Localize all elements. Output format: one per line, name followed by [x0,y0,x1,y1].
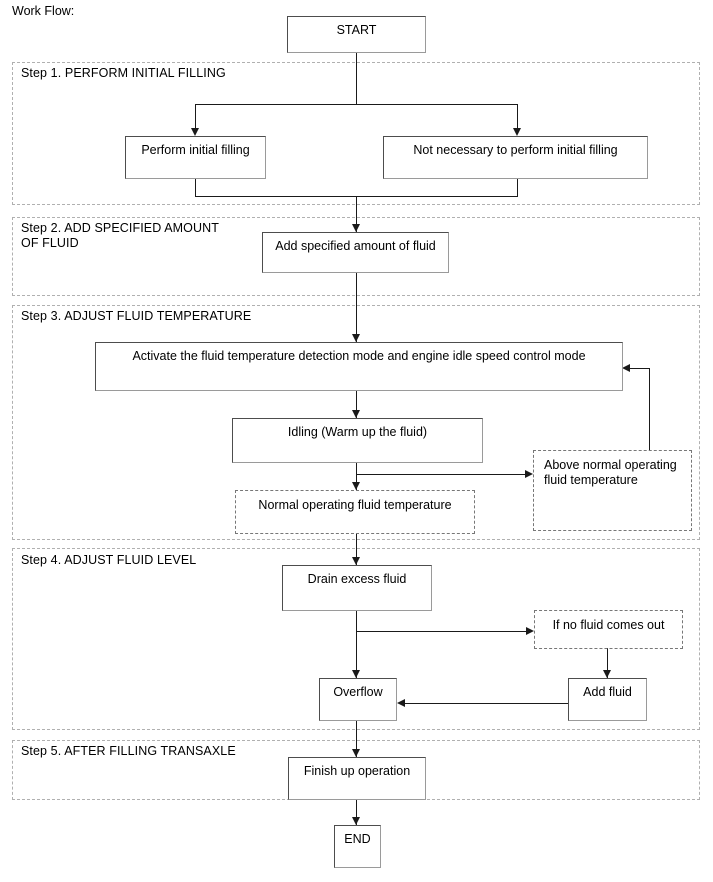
node-overflow[interactable]: Overflow [319,678,397,721]
connector-split-left [195,104,196,128]
connector-start-to-split [356,52,357,104]
node-finish-up-operation[interactable]: Finish up operation [288,757,426,800]
arrowhead-to-idling [352,410,360,418]
node-normal-operating-temp[interactable]: Normal operating fluid temperature [235,490,475,534]
connector-drain-to-if-no-fluid [356,631,526,632]
arrowhead-to-drain-excess-fluid [352,557,360,565]
connector-feedback-vertical [649,368,650,450]
connector-perform-down [195,178,196,196]
page-title: Work Flow: [12,4,75,18]
node-end[interactable]: END [334,825,381,868]
step-label-1: Step 1. PERFORM INITIAL FILLING [21,66,226,80]
arrowhead-to-perform-initial-filling [191,128,199,136]
arrowhead-to-not-necessary [513,128,521,136]
step-label-4: Step 4. ADJUST FLUID LEVEL [21,553,197,567]
connector-add-fluid-to-overflow [405,703,568,704]
arrowhead-to-add-fluid [603,670,611,678]
arrowhead-to-above-normal [525,470,533,478]
step-label-2: Step 2. ADD SPECIFIED AMOUNT OF FLUID [21,221,219,250]
arrowhead-feedback-to-activate [622,364,630,372]
connector-overflow-to-finish [356,720,357,757]
connector-finish-to-end [356,799,357,825]
connector-drain-down [356,610,357,678]
node-add-fluid[interactable]: Add fluid [568,678,647,721]
node-add-specified-amount-of-fluid[interactable]: Add specified amount of fluid [262,232,449,273]
connector-idling-to-above-normal [356,474,525,475]
node-start[interactable]: START [287,16,426,53]
arrowhead-to-normal-operating-temp [352,482,360,490]
connector-split-right [517,104,518,128]
connector-merge-to-step2 [356,196,357,232]
connector-step2-to-step3 [356,272,357,342]
node-not-necessary-initial-filling[interactable]: Not necessary to perform initial filling [383,136,648,179]
connector-feedback-horizontal [630,368,649,369]
step-label-3: Step 3. ADJUST FLUID TEMPERATURE [21,309,252,323]
connector-normal-temp-to-drain [356,533,357,565]
connector-split-bar [195,104,518,105]
arrowhead-to-activate-mode [352,334,360,342]
arrowhead-add-fluid-to-overflow [397,699,405,707]
connector-if-no-fluid-to-add-fluid [607,648,608,678]
node-perform-initial-filling[interactable]: Perform initial filling [125,136,266,179]
node-drain-excess-fluid[interactable]: Drain excess fluid [282,565,432,611]
node-if-no-fluid-comes-out[interactable]: If no fluid comes out [534,610,683,649]
arrowhead-to-finish-up-operation [352,749,360,757]
arrowhead-to-overflow [352,670,360,678]
arrowhead-to-add-specified-amount [352,224,360,232]
step-label-5: Step 5. AFTER FILLING TRANSAXLE [21,744,236,758]
node-activate-detection-mode[interactable]: Activate the fluid temperature detection… [95,342,623,391]
node-idling-warm-up[interactable]: Idling (Warm up the fluid) [232,418,483,463]
node-above-normal-operating-temp[interactable]: Above normal operating fluid temperature [533,450,692,531]
arrowhead-to-end [352,817,360,825]
connector-activate-to-idling [356,390,357,418]
connector-not-necessary-down [517,178,518,196]
connector-idling-down [356,462,357,490]
arrowhead-to-if-no-fluid [526,627,534,635]
